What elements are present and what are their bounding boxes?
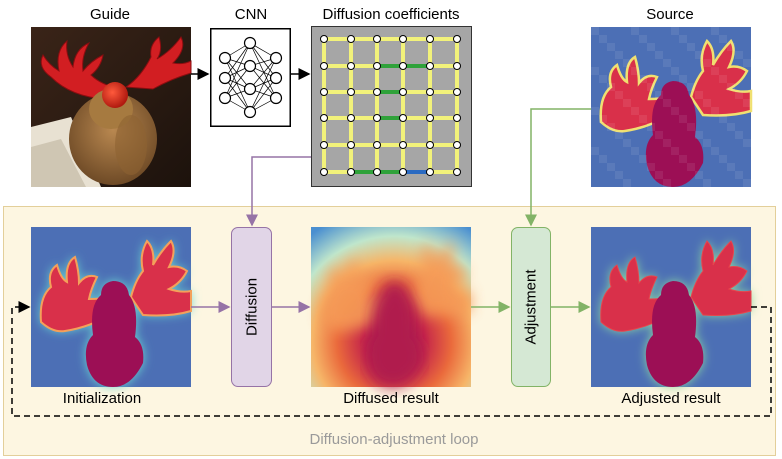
antlers-region <box>320 241 471 332</box>
pixel-node <box>373 35 381 43</box>
coefficients-to-diffusion-arrow <box>246 156 311 227</box>
head-region <box>645 281 704 387</box>
pixel-node <box>453 88 461 96</box>
pixel-node <box>373 168 381 176</box>
adjustment-block: Adjustment <box>511 227 551 387</box>
guide-label: Guide <box>89 6 131 23</box>
pixel-node <box>426 114 434 122</box>
pixel-node <box>453 141 461 149</box>
diffusion-coefficients-label: Diffusion coefficients <box>322 6 460 23</box>
pixel-node <box>373 141 381 149</box>
pixel-node <box>399 168 407 176</box>
pixel-node <box>399 114 407 122</box>
pixel-node <box>399 35 407 43</box>
pixel-node <box>399 141 407 149</box>
diffusion-coefficients-grid <box>311 26 472 187</box>
pixel-node <box>320 114 328 122</box>
pixel-node <box>426 35 434 43</box>
head-region <box>85 281 144 387</box>
pixel-node <box>347 35 355 43</box>
cnn-label: CNN <box>234 6 268 23</box>
pixel-node <box>453 168 461 176</box>
pixel-node <box>426 88 434 96</box>
cnn-block <box>210 28 291 127</box>
adjusted-result-image <box>591 227 752 387</box>
pixel-node <box>373 114 381 122</box>
loop-back-dashed-arrow <box>11 301 772 417</box>
diffused-result-image <box>311 227 471 387</box>
diffusion-block: Diffusion <box>231 227 272 387</box>
source-label: Source <box>646 6 694 23</box>
pixel-node <box>399 62 407 70</box>
head-region <box>645 81 704 187</box>
adjusted-result-label: Adjusted result <box>621 390 721 407</box>
pixel-node <box>320 62 328 70</box>
diffused-result-label: Diffused result <box>343 390 439 407</box>
pixel-node <box>347 141 355 149</box>
loop-title: Diffusion-adjustment loop <box>309 431 479 448</box>
pixel-node <box>426 141 434 149</box>
pixel-node <box>320 141 328 149</box>
pixel-node <box>399 88 407 96</box>
pixel-node <box>320 168 328 176</box>
pixel-node <box>347 88 355 96</box>
pixel-node <box>453 62 461 70</box>
pixel-node <box>426 168 434 176</box>
source-to-adjustment-arrow <box>525 108 591 227</box>
pixel-node <box>453 35 461 43</box>
pixel-node <box>373 88 381 96</box>
initialization-label: Initialization <box>62 390 142 407</box>
pixel-node <box>426 62 434 70</box>
pixel-node <box>453 114 461 122</box>
pixel-node <box>347 114 355 122</box>
pixel-node <box>347 168 355 176</box>
pixel-node <box>320 35 328 43</box>
pixel-node <box>347 62 355 70</box>
pixel-node <box>373 62 381 70</box>
head-region <box>365 281 424 387</box>
guide-image <box>31 27 192 187</box>
source-image <box>591 27 753 187</box>
pixel-node <box>320 88 328 96</box>
initialization-image <box>31 227 192 387</box>
